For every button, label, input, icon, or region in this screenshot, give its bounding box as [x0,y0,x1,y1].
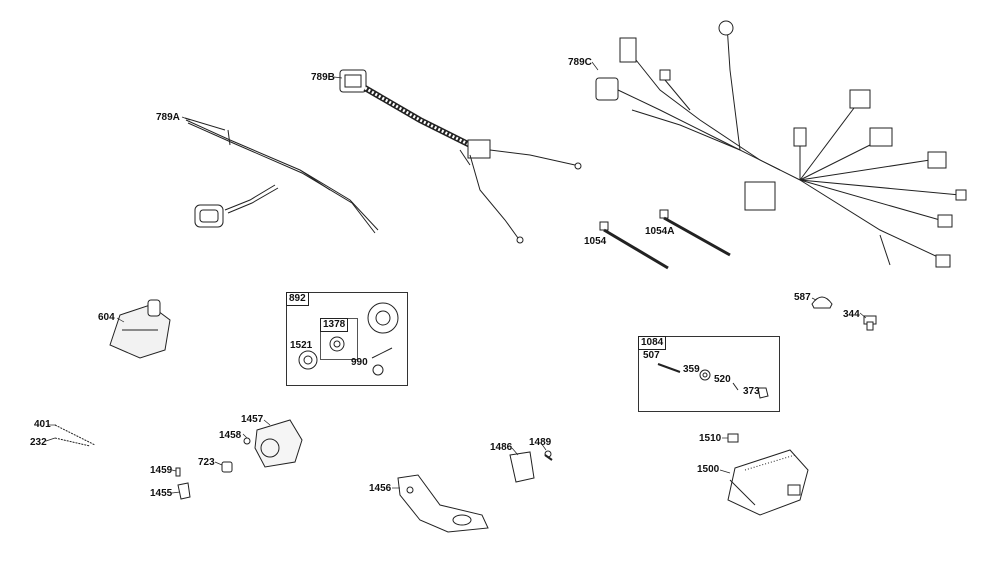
callout-789c: 789C [568,57,592,68]
callout-789a: 789A [156,112,180,123]
callout-1054a: 1054A [645,226,675,237]
callout-507: 507 [643,350,660,361]
stud-kit-parts [657,363,769,399]
cover-604 [109,299,171,359]
small-parts-723-1459-1455 [175,461,233,500]
callout-990: 990 [351,357,368,368]
callout-373: 373 [743,386,760,397]
springs-401-232 [54,424,96,447]
key-switch-parts [298,302,399,376]
ecu-1500 [727,433,809,516]
callout-1378: 1378 [320,318,349,332]
callout-789b: 789B [311,72,335,83]
cable-tie-1054a [659,209,731,257]
callout-892: 892 [286,292,309,306]
callout-232: 232 [30,437,47,448]
callout-401: 401 [34,419,51,430]
callout-1486: 1486 [490,442,513,453]
wire-harness-789b [339,69,582,244]
callout-1456: 1456 [369,483,392,494]
leader-lines [45,61,867,494]
wire-harness-789a [184,117,379,234]
callout-1455: 1455 [150,488,173,499]
callout-359: 359 [683,364,700,375]
callout-344: 344 [843,309,860,320]
callout-1500: 1500 [697,464,720,475]
callout-1510: 1510 [699,433,722,444]
callout-1054: 1054 [584,236,607,247]
callout-1457: 1457 [241,414,264,425]
bracket-1456 [397,474,489,533]
callout-1521: 1521 [290,340,313,351]
callout-1084: 1084 [638,336,667,350]
group-box-1084 [638,336,780,412]
callout-1459: 1459 [150,465,173,476]
cable-tie-1054 [599,221,669,270]
callout-1489: 1489 [529,437,552,448]
sensor-1486 [509,450,553,483]
wire-harness-789c [595,20,967,268]
motor-1457 [243,419,303,468]
clamp-587 [811,296,833,309]
callout-587: 587 [794,292,811,303]
callout-723: 723 [198,457,215,468]
callout-604: 604 [98,312,115,323]
callout-1458: 1458 [219,430,242,441]
screw-344 [863,315,877,331]
callout-520: 520 [714,374,731,385]
group-box-892 [286,292,408,386]
